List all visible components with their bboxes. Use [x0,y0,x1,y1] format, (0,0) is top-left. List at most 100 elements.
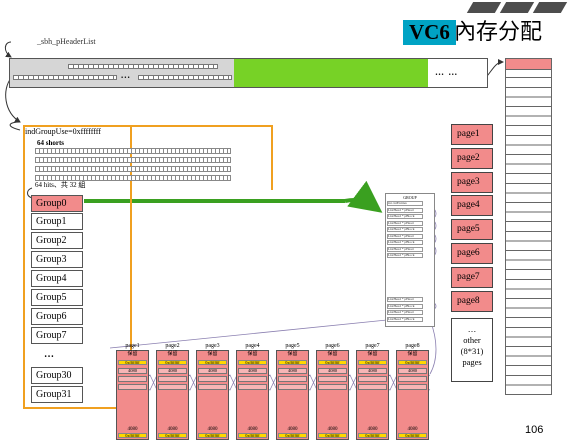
bottom-page-marker: 0xffffffff [118,360,147,365]
bottom-page-size: 4080 [318,368,347,374]
bottom-page-size: 4080 [158,368,187,374]
bottom-page-label: page5 [285,343,300,349]
bottom-page-reserved: 保留 [167,352,178,357]
bottom-page-size: 4080 [398,368,427,374]
group-struct-title: GROUP [403,195,417,200]
bottom-page-marker: 0xffffffff [238,360,267,365]
bitmap-row [35,157,231,163]
group-item-3[interactable]: Group3 [31,251,83,268]
group-item-30[interactable]: Group30 [31,367,83,384]
bottom-page-link [358,384,387,390]
bottom-page-link [118,376,147,382]
group-list-frame [23,125,132,409]
bottom-page-end-size: 4080 [327,427,338,432]
group-item-4[interactable]: Group4 [31,270,83,287]
page-title: 內存分配 [454,20,543,45]
bottom-page-link [398,384,427,390]
pages-other-ellipsis: … [467,324,477,334]
page-item-6: page6 [451,243,493,264]
page-stack [505,58,552,395]
bottom-page-label: page6 [325,343,340,349]
bottom-page-label: page3 [205,343,220,349]
group-struct-row: ListHead * pHead [387,297,423,302]
page-item-5: page5 [451,219,493,240]
bottom-page-marker: 0xffffffff [198,360,227,365]
group-struct-row: ListHead * pHead [387,310,423,315]
page-stack-top [506,59,551,70]
group-item-6[interactable]: Group6 [31,308,83,325]
pages-other-count: (8*31) [460,346,484,356]
header-list-free [234,59,428,87]
bottom-page-end-marker: 0xffffffff [358,433,387,438]
bottom-page-size: 4080 [278,368,307,374]
group-item-7[interactable]: Group7 [31,327,83,344]
bottom-page-end-marker: 0xffffffff [158,433,187,438]
bottom-page-label: page8 [405,343,420,349]
bitmap-row [35,166,231,172]
bottom-page-link [318,384,347,390]
bottom-page-reserved: 保留 [247,352,258,357]
header-cells [138,75,232,80]
bottom-page-size: 4080 [238,368,267,374]
group-item-2[interactable]: Group2 [31,232,83,249]
bottom-page-end-size: 4080 [167,427,178,432]
page-item-3: page3 [451,172,493,193]
bottom-page-link [238,376,267,382]
bottom-page-reserved: 保留 [207,352,218,357]
group-struct-row: int cntEntries [387,201,423,206]
bottom-page-marker: 0xffffffff [278,360,307,365]
bottom-page-reserved: 保留 [327,352,338,357]
bitmap-row [35,175,231,181]
bitmap-panel [35,142,240,190]
bottom-page-link [118,384,147,390]
group-struct-row: ListHead * pHead [387,221,423,226]
group-item-5[interactable]: Group5 [31,289,83,306]
bottom-page-end-marker: 0xffffffff [118,433,147,438]
pages-other: … other (8*31) pages [451,318,493,382]
group-struct-row: ListHead * pBlock [387,317,423,322]
bottom-page-link [158,384,187,390]
bottom-page-link [198,384,227,390]
bitmap-hits-label: 64 hits、共 32 組 [35,181,86,189]
bottom-page-label: page1 [125,343,140,349]
page-item-8: page8 [451,291,493,312]
page-number: 106 [525,424,544,436]
bottom-page-end-marker: 0xffffffff [238,433,267,438]
group-item-0[interactable]: Group0 [31,195,83,212]
header-list-bar: ... … … [9,58,488,88]
group-struct: GROUP int cntEntries ListHead * pHead Li… [385,193,435,327]
page-item-1: page1 [451,124,493,145]
bottom-page-link [398,376,427,382]
bottom-page-link [238,384,267,390]
bottom-page-label: page2 [165,343,180,349]
group-struct-row: ListHead * pBlock [387,253,423,258]
bottom-page-marker: 0xffffffff [318,360,347,365]
group-item-1[interactable]: Group1 [31,213,83,230]
bottom-page-end-size: 4080 [287,427,298,432]
bottom-page-marker: 0xffffffff [358,360,387,365]
group-use-label: indGroupUse=0xffffffff [25,127,101,136]
bottom-page-link [198,376,227,382]
bottom-page-link [358,376,387,382]
group-struct-row: ListHead * pHead [387,247,423,252]
bottom-page-size: 4080 [118,368,147,374]
bottom-page-end-marker: 0xffffffff [398,433,427,438]
bottom-page-label: page7 [365,343,380,349]
bottom-page-link [278,376,307,382]
bottom-page-marker: 0xffffffff [158,360,187,365]
bottom-page-marker: 0xffffffff [398,360,427,365]
header-list-dots: … … [435,67,459,77]
bottom-page-size: 4080 [198,368,227,374]
group-item-31[interactable]: Group31 [31,386,83,403]
bottom-page-reserved: 保留 [407,352,418,357]
pages-other-line: other [463,335,481,345]
page-item-2: page2 [451,148,493,169]
bottom-page-link [158,376,187,382]
